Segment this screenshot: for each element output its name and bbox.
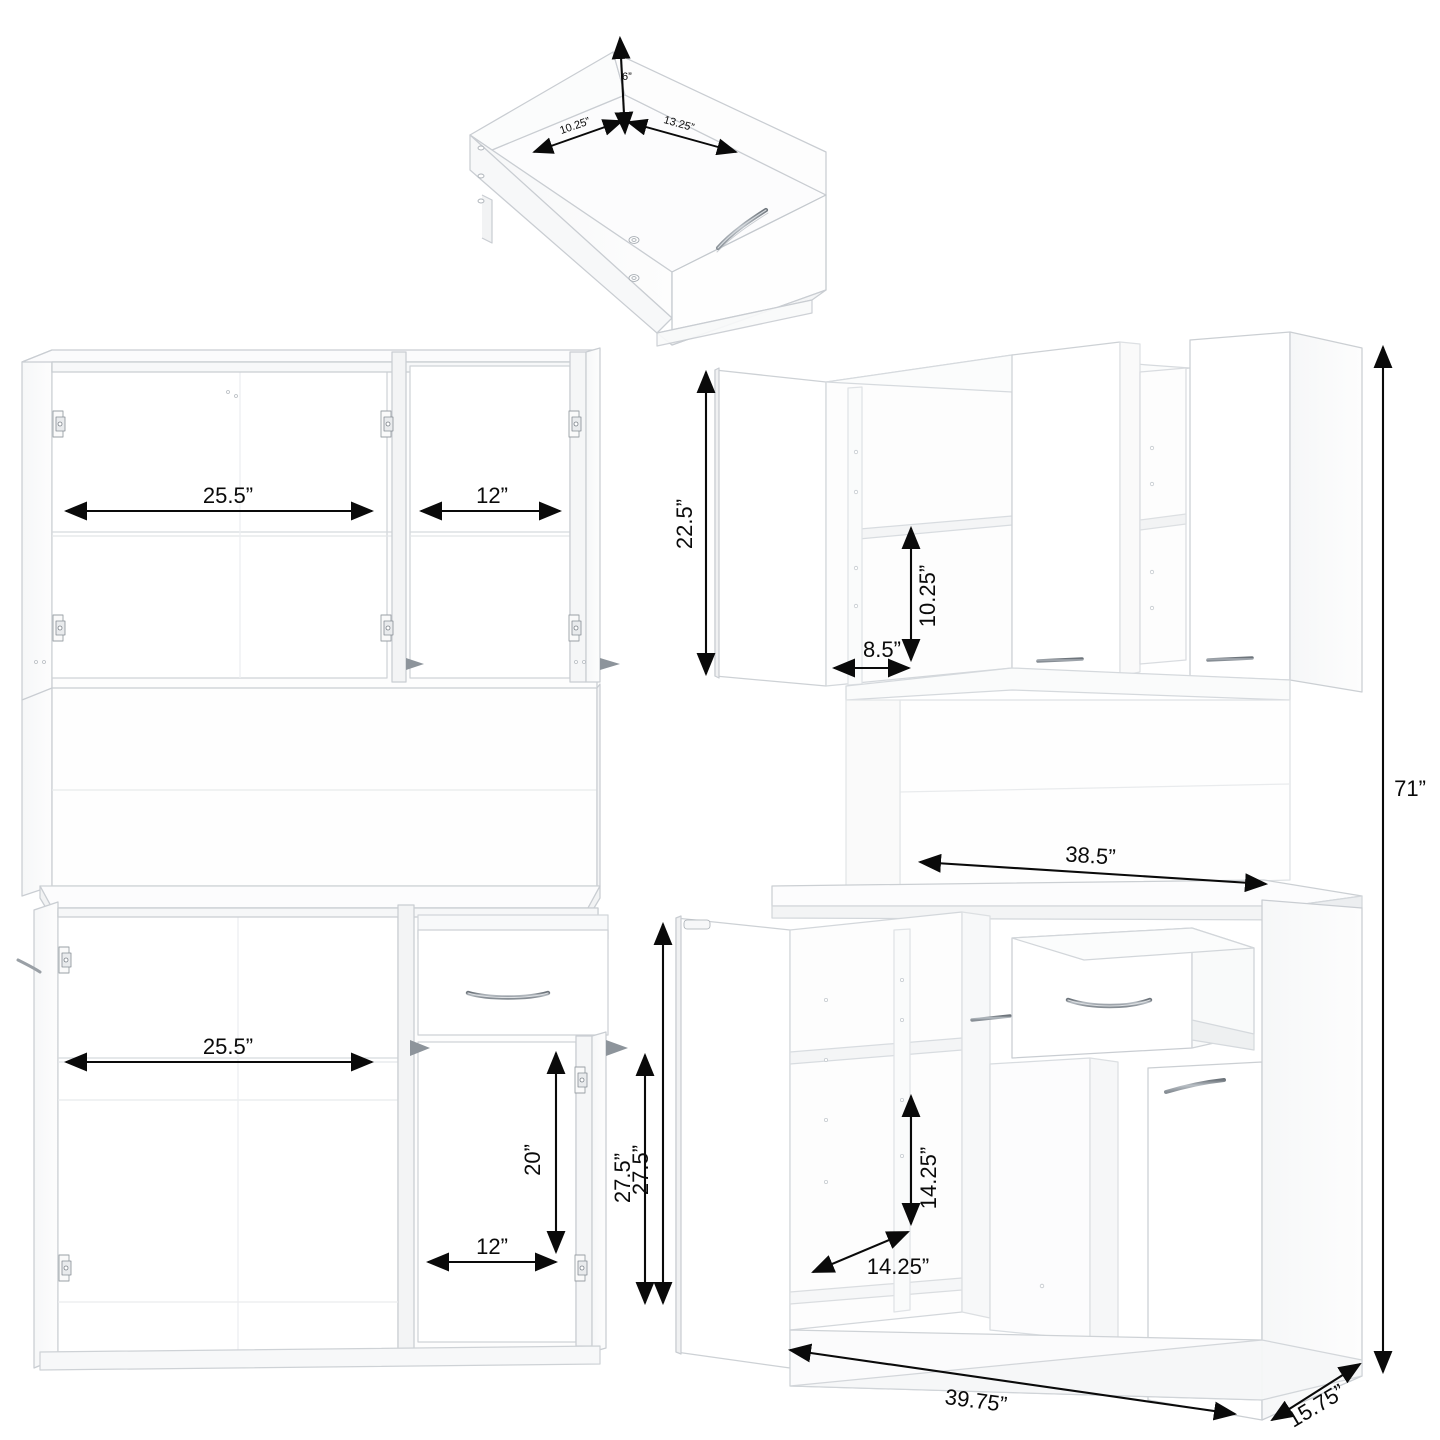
dim-line-drawer-depth: [532, 119, 624, 154]
dim-label-base-height-front: 27.5”: [610, 1153, 635, 1203]
dim-label-drawer-height: 6”: [622, 71, 632, 83]
dim-label-upper-shelf-height: 10.25”: [915, 565, 940, 627]
dim-label-upper-shelf-depth: 8.5”: [863, 637, 901, 662]
dim-line-base-shelf-depth: [811, 1231, 910, 1273]
dim-line-overall-depth: [1270, 1362, 1362, 1422]
front-view: [16, 347, 628, 1371]
drawer-detail-view: [469, 51, 827, 347]
dim-label-countertop-width: 38.5”: [1065, 841, 1117, 869]
dim-label-drawer-width: 13.25”: [662, 114, 696, 134]
dim-line-drawer-width: [626, 118, 738, 156]
dim-label-overall-depth: 15.75”: [1283, 1379, 1349, 1433]
dim-line-drawer-height: [611, 35, 634, 136]
dim-label-lower-left-door: 25.5”: [203, 1034, 253, 1059]
dim-label-overall-width: 39.75”: [943, 1384, 1008, 1417]
dim-label-overall-height: 71”: [1394, 776, 1426, 801]
dim-label-upper-right-door: 12”: [476, 483, 508, 508]
dim-label-base-height-angled: 27.5”: [628, 1145, 653, 1195]
dim-label-upper-left-door: 25.5”: [203, 483, 253, 508]
dim-label-upper-cabinet-height: 22.5”: [672, 499, 697, 549]
dim-label-lower-right-door-height: 20”: [520, 1144, 545, 1176]
dim-line-countertop-width: [917, 853, 1269, 893]
dim-label-base-shelf-depth: 14.25”: [867, 1254, 929, 1279]
dim-line-overall-width: [787, 1343, 1238, 1421]
dim-label-lower-right-door-width: 12”: [476, 1234, 508, 1259]
dim-label-base-shelf-height: 14.25”: [916, 1147, 941, 1209]
